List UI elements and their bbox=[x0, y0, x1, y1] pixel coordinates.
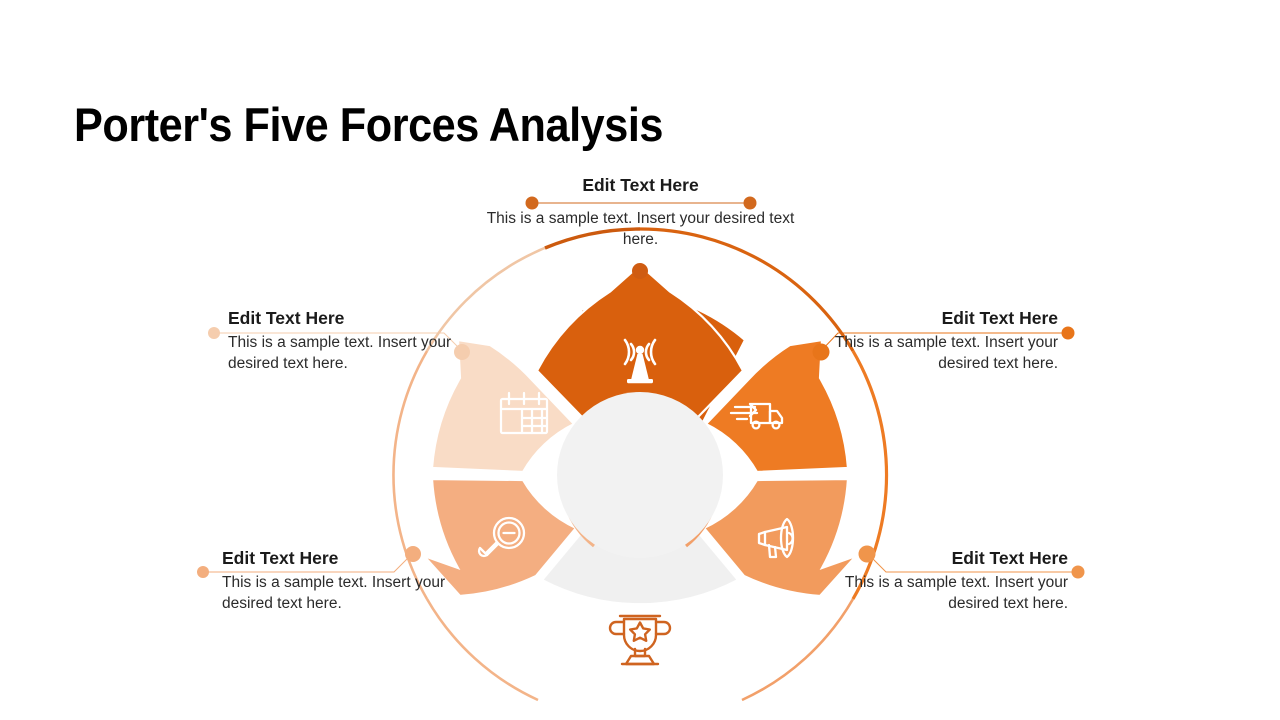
dot-top-left-outer bbox=[208, 327, 220, 339]
callout-top-left-body: This is a sample text. Insert your desir… bbox=[228, 334, 452, 372]
callout-bottom-left-heading: Edit Text Here bbox=[222, 548, 339, 568]
donut-segments-main bbox=[423, 263, 857, 606]
dot-bottom-left-outer bbox=[197, 566, 209, 578]
delivery-truck-icon bbox=[729, 402, 784, 430]
callout-top-right-body: This is a sample text. Insert your desir… bbox=[834, 334, 1058, 372]
callout-bottom-right-body: This is a sample text. Insert your desir… bbox=[844, 574, 1068, 612]
magnifier-minus-icon bbox=[477, 516, 526, 558]
segment-top-broadcast[interactable] bbox=[535, 263, 745, 419]
antenna-broadcast-icon bbox=[623, 338, 657, 384]
donut-center-disc bbox=[557, 392, 723, 558]
callout-top[interactable]: Edit Text Here This is a sample text. In… bbox=[468, 175, 813, 250]
connector-dots bbox=[197, 196, 1085, 579]
donut-segments bbox=[579, 266, 747, 432]
segment-0-broadcast[interactable] bbox=[579, 266, 747, 432]
segment-bottom-advantage[interactable] bbox=[540, 530, 740, 606]
megaphone-icon bbox=[757, 517, 795, 559]
dot-top-ring bbox=[632, 263, 648, 279]
callout-top-body: This is a sample text. Insert your desir… bbox=[486, 210, 795, 248]
callout-top-right-heading: Edit Text Here bbox=[941, 308, 1058, 328]
page-title: Porter's Five Forces Analysis bbox=[74, 98, 663, 151]
dot-bottom-right-outer bbox=[1071, 565, 1085, 579]
callout-bottom-left-body: This is a sample text. Insert your desir… bbox=[222, 574, 446, 612]
callout-top-right[interactable]: Edit Text Here This is a sample text. In… bbox=[822, 308, 1058, 374]
callout-bottom-left[interactable]: Edit Text Here This is a sample text. In… bbox=[222, 548, 452, 614]
callout-top-left-heading: Edit Text Here bbox=[228, 308, 345, 328]
callout-top-left[interactable]: Edit Text Here This is a sample text. In… bbox=[228, 308, 458, 374]
callout-bottom-right-heading: Edit Text Here bbox=[951, 548, 1068, 568]
dot-top-right-outer bbox=[1061, 326, 1075, 340]
callout-top-heading: Edit Text Here bbox=[582, 175, 699, 195]
callout-bottom-right[interactable]: Edit Text Here This is a sample text. In… bbox=[832, 548, 1068, 614]
outer-ring-arcs bbox=[392, 227, 889, 702]
inner-accent-ring bbox=[560, 403, 720, 548]
trophy-star-icon bbox=[608, 614, 672, 666]
calendar-icon bbox=[499, 391, 549, 435]
